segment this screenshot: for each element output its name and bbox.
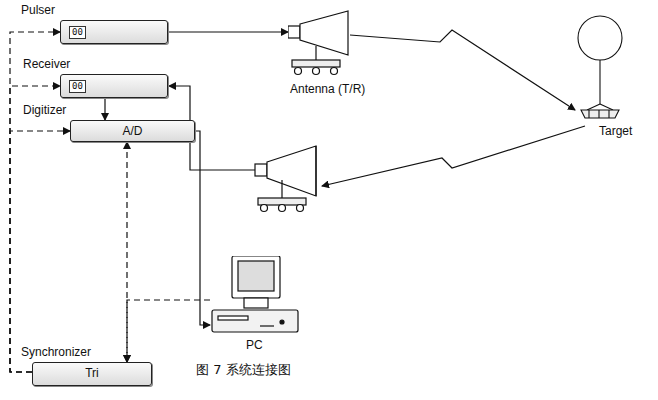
sync-line <box>127 300 210 362</box>
node-heading: Receiver <box>23 57 70 71</box>
signal-line <box>168 31 288 32</box>
antenna-symbol: Antenna (T/R) <box>288 10 350 76</box>
sync-line <box>10 32 60 372</box>
figure-caption: 图 7 系统连接图 <box>196 362 291 378</box>
node-heading: PC <box>246 338 263 352</box>
display-readout: 00 <box>69 26 86 39</box>
signal-line <box>104 98 105 120</box>
node-heading: Digitizer <box>23 103 66 117</box>
pulser-box: Pulser00 <box>60 20 168 44</box>
antenna-symbol-drawing <box>288 10 350 76</box>
receive-antenna <box>255 146 316 212</box>
return-signal <box>322 126 585 186</box>
signal-line <box>350 30 575 110</box>
node-heading: Pulser <box>21 3 55 17</box>
pc-computer: PC <box>210 256 300 336</box>
node-heading: Antenna (T/R) <box>290 82 365 96</box>
node-heading: Target <box>599 124 632 138</box>
sync-line <box>10 86 60 372</box>
sync-line <box>10 131 70 372</box>
box-label: A/D <box>71 124 194 138</box>
target-balloon-drawing <box>575 12 625 120</box>
digitizer-box: DigitizerA/D <box>70 120 195 142</box>
box-label: Tri <box>33 366 151 380</box>
target-balloon: Target <box>575 12 625 120</box>
pc-computer-drawing <box>210 256 300 336</box>
receiver-box: Receiver00 <box>60 74 168 98</box>
display-readout: 00 <box>69 80 86 93</box>
synchronizer-box: SynchronizerTri <box>32 362 152 386</box>
node-heading: Synchronizer <box>21 345 91 359</box>
signal-line <box>195 131 210 325</box>
